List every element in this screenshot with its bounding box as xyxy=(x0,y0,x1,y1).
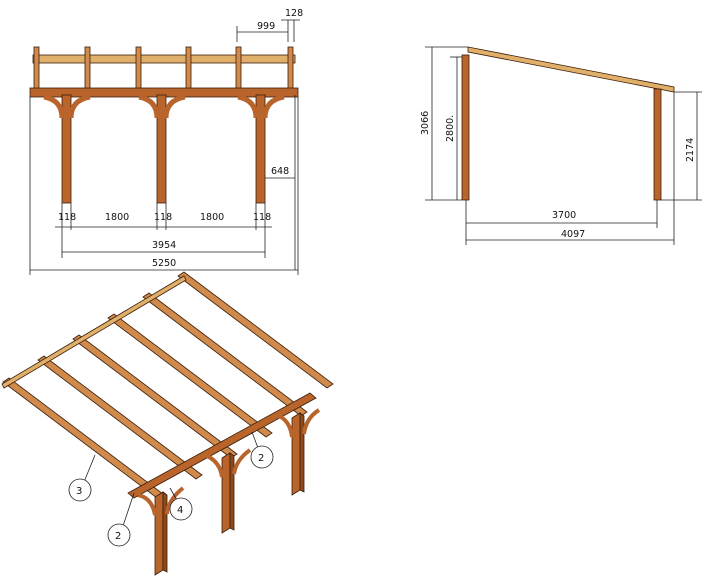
dim-4097: 4097 xyxy=(561,229,585,240)
front-elevation-view: 999 128 648 118 1800 118 1800 118 3954 xyxy=(29,8,303,275)
front-overhang-dimension: 648 xyxy=(265,95,296,270)
dim-2174: 2174 xyxy=(685,138,696,162)
isometric-view: 2 3 2 4 xyxy=(1,271,334,576)
dim-118-left: 118 xyxy=(58,212,76,223)
iso-braces xyxy=(137,408,321,516)
callout-4: 4 xyxy=(177,505,183,516)
dim-5250: 5250 xyxy=(152,258,176,269)
iso-callouts: 2 3 2 4 xyxy=(68,431,274,547)
iso-rear-beam xyxy=(1,275,187,389)
side-roof-rafter xyxy=(467,46,675,93)
dim-1800-right: 1800 xyxy=(200,212,224,223)
side-elevation-view: 3066 2800. 2174 3700 4097 xyxy=(420,46,702,245)
dim-1800-left: 1800 xyxy=(105,212,129,223)
front-top-dimensions: 999 128 xyxy=(236,8,303,42)
iso-posts xyxy=(154,412,305,576)
side-rear-post xyxy=(461,54,470,201)
dim-118-middle: 118 xyxy=(154,212,172,223)
side-left-dimensions: 3066 2800. xyxy=(420,46,468,201)
front-posts xyxy=(61,94,266,204)
dim-128: 128 xyxy=(285,8,303,19)
dim-2800: 2800. xyxy=(445,115,456,142)
dim-118-right: 118 xyxy=(253,212,271,223)
iso-front-purlin xyxy=(127,392,317,499)
side-front-post xyxy=(653,88,662,201)
front-bottom-dimensions: 118 1800 118 1800 118 3954 5250 xyxy=(29,97,299,275)
side-bottom-dimensions: 3700 4097 xyxy=(465,92,675,245)
dim-648: 648 xyxy=(271,166,289,177)
dim-3954: 3954 xyxy=(152,240,176,251)
iso-rafters xyxy=(2,271,334,502)
front-rafter-stubs xyxy=(33,46,294,94)
dim-3700: 3700 xyxy=(552,210,576,221)
dim-999: 999 xyxy=(257,21,275,32)
front-arched-braces xyxy=(43,94,285,119)
callout-3: 3 xyxy=(76,486,82,497)
dim-3066: 3066 xyxy=(420,111,431,135)
callout-2-left: 2 xyxy=(115,531,121,542)
callout-2-right: 2 xyxy=(258,453,264,464)
front-roof-beam xyxy=(32,54,296,64)
side-right-dimensions: 2174 xyxy=(661,91,702,201)
